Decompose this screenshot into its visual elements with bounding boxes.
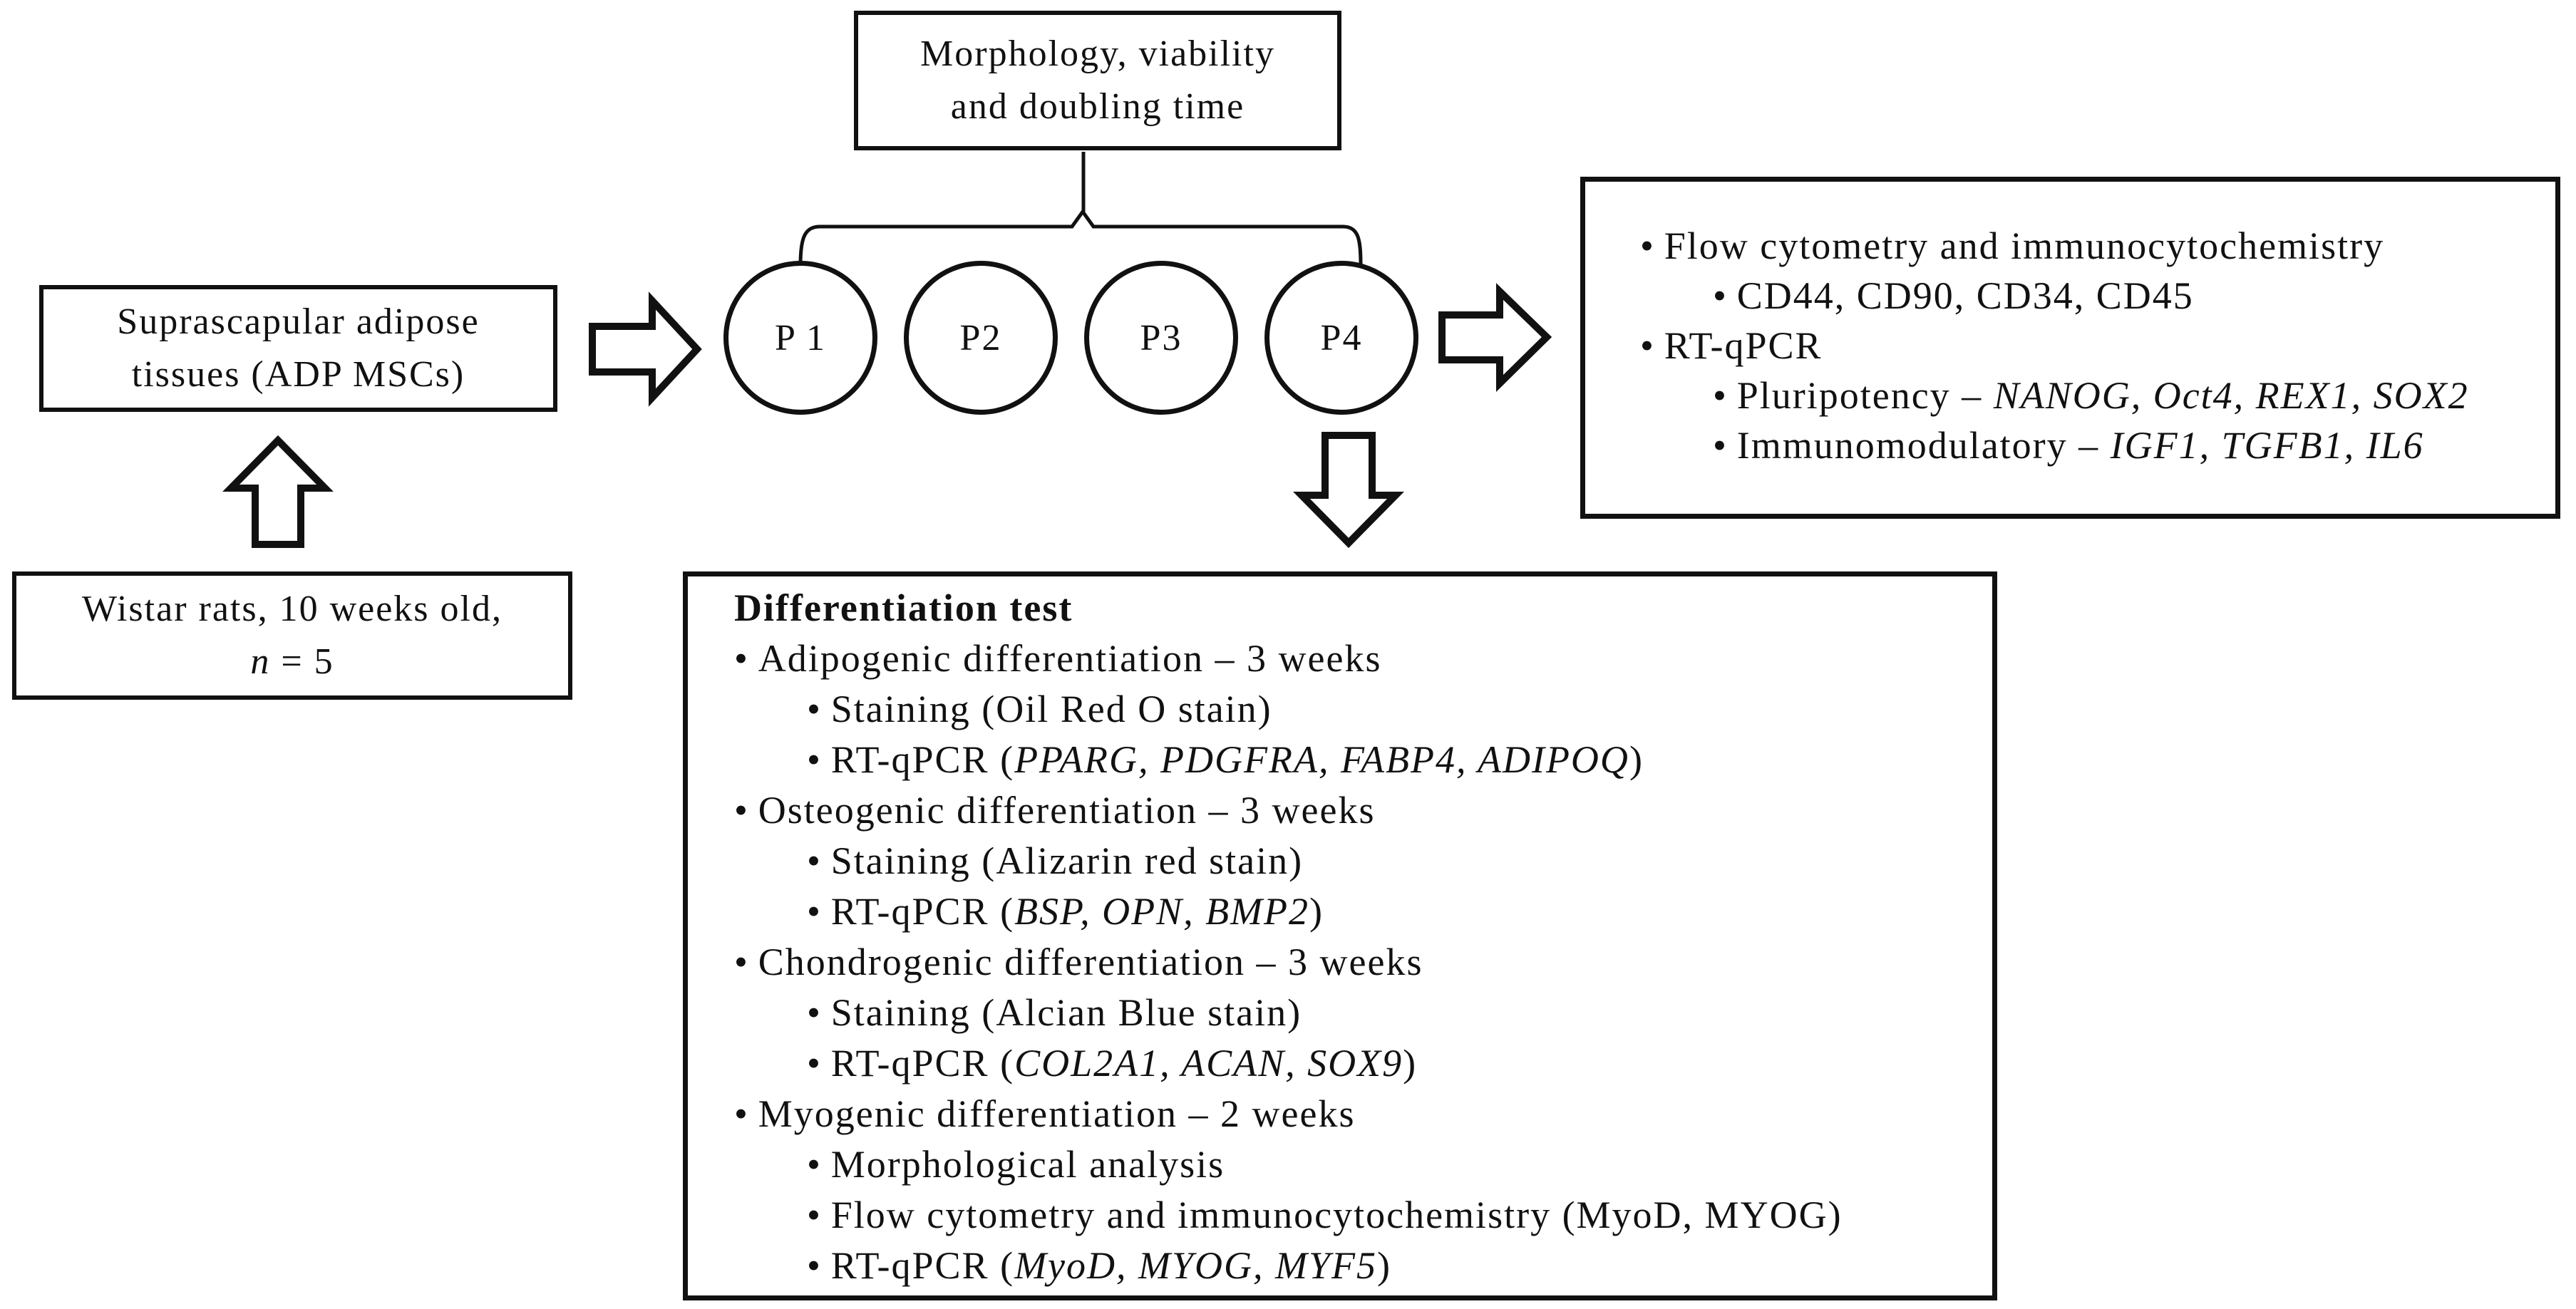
differentiation-test-box: Differentiation test • Adipogenic differe… [683,571,1997,1300]
diagram-text-line: • Staining (Oil Red O stain) [807,688,1272,730]
diagram-text-line: Differentiation test [734,586,1073,629]
passage-label: P4 [1320,317,1363,358]
characterization-assays-box: • Flow cytometry and immunocytochemistry… [1580,177,2560,519]
diagram-text-line: • Staining (Alizarin red stain) [807,839,1304,882]
morphology-viability-box: Morphology, viability and doubling time [854,11,1341,150]
passage-circle-p1: P 1 [723,261,877,415]
passage-label: P2 [959,317,1002,358]
diagram-text-line: • Osteogenic differentiation – 3 weeks [734,789,1376,832]
diagram-text-line: • Immunomodulatory – IGF1, TGFB1, IL6 [1713,424,2424,467]
diagram-text-line: • Myogenic differentiation – 2 weeks [734,1092,1356,1135]
diagram-text-line: • Flow cytometry and immunocytochemistry… [807,1194,1843,1236]
diagram-text-line: Wistar rats, 10 weeks old, [81,589,503,629]
diagram-text-line: • RT-qPCR (COL2A1, ACAN, SOX9) [807,1042,1418,1085]
diagram-text-line: • Adipogenic differentiation – 3 weeks [734,637,1382,680]
arrow-down-icon [1293,432,1404,549]
adipose-tissue-text: Suprascapular adipose tissues (ADP MSCs) [43,296,553,401]
diagram-text-line: • RT-qPCR [1640,324,1823,367]
arrow-right-icon [1438,283,1552,392]
diagram-text-line: Morphology, viability [920,33,1275,74]
passage-circle-p2: P2 [904,261,1058,415]
diagram-text-line: n = 5 [250,641,334,682]
diagram-text-line: • Morphological analysis [807,1143,1225,1186]
passage-circle-p3: P3 [1084,261,1238,415]
passage-label: P3 [1140,317,1183,358]
diagram-text-line: • Pluripotency – NANOG, Oct4, REX1, SOX2 [1713,374,2469,417]
arrow-up-icon [222,435,334,548]
differentiation-test-list: Differentiation test • Adipogenic differe… [734,583,1978,1291]
brace-connector [798,208,1363,266]
diagram-text-line: and doubling time [950,86,1245,127]
diagram-text-line: • Flow cytometry and immunocytochemistry [1640,224,2385,267]
diagram-text-line: • CD44, CD90, CD34, CD45 [1713,274,2194,317]
morphology-viability-text: Morphology, viability and doubling time [858,28,1337,133]
diagram-text-line: • RT-qPCR (BSP, OPN, BMP2) [807,890,1324,933]
diagram-text-line: • Chondrogenic differentiation – 3 weeks [734,941,1423,983]
passage-label: P 1 [775,317,826,358]
diagram-text-line: • RT-qPCR (PPARG, PDGFRA, FABP4, ADIPOQ) [807,738,1644,781]
wistar-rats-box: Wistar rats, 10 weeks old, n = 5 [12,571,572,700]
diagram-text-line: • Staining (Alcian Blue stain) [807,991,1302,1034]
characterization-assays-list: • Flow cytometry and immunocytochemistry… [1640,221,2541,470]
diagram-text-line: • RT-qPCR (MyoD, MYOG, MYF5) [807,1244,1392,1287]
diagram-text-line: Suprascapular adipose [117,301,480,342]
arrow-right-icon [589,291,702,407]
passage-circle-p4: P4 [1264,261,1418,415]
adipose-tissue-box: Suprascapular adipose tissues (ADP MSCs) [39,285,557,412]
diagram-text-line: tissues (ADP MSCs) [131,354,465,395]
wistar-rats-text: Wistar rats, 10 weeks old, n = 5 [16,583,568,688]
